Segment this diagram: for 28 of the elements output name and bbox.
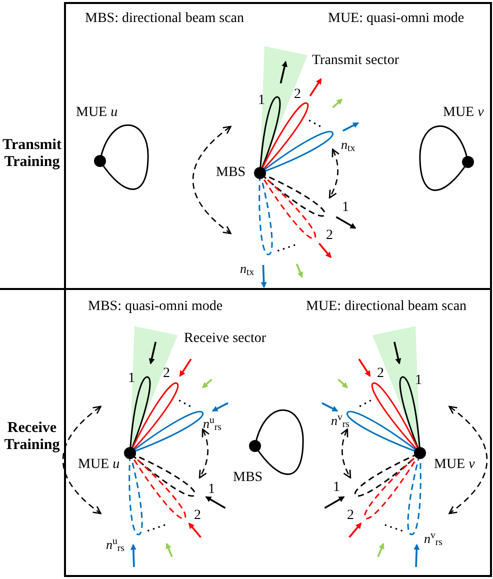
text-label: 2 [326, 228, 333, 244]
text-label: MUE v [434, 457, 475, 473]
text-label: MBS: quasi-omni mode [88, 299, 223, 315]
text-label: 2 [194, 508, 201, 524]
text-label: MUE u [76, 105, 118, 121]
text-label: MUE: quasi-omni mode [328, 11, 464, 27]
text-label: MBS [233, 470, 263, 486]
text-label: n$_{tx}$ [240, 262, 254, 276]
text-label: MBS [216, 165, 246, 181]
row-heading: Transmit Training [2, 137, 62, 171]
text-label: Receive sector [184, 331, 266, 347]
text-label: 1 [258, 93, 265, 109]
text-label: MUE u [78, 457, 120, 473]
text-label: n$_{tx}$ [341, 138, 356, 152]
text-label: 1 [128, 371, 135, 387]
text-label: 1 [342, 200, 349, 216]
text-label: 2 [347, 508, 354, 524]
text-label: MBS: directional beam scan [85, 11, 244, 27]
text-label: MUE v [443, 105, 484, 121]
text-label: 2 [377, 366, 384, 382]
text-label: Transmit sector [312, 53, 399, 69]
text-label: 2 [294, 87, 301, 103]
row-heading: Receive Training [3, 420, 61, 454]
text-label: 1 [208, 482, 215, 498]
text-label: 1 [333, 480, 340, 496]
text-label: 2 [163, 366, 170, 382]
text-label: MUE: directional beam scan [306, 299, 467, 315]
text-label: 1 [415, 373, 422, 389]
